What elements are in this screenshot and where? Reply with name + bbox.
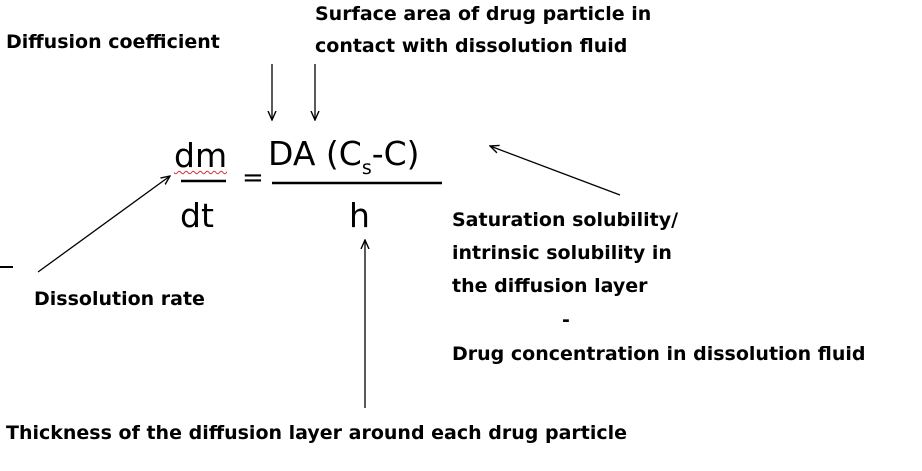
equation-rhs-suffix: -C) (371, 134, 420, 173)
label-saturation-line1: Saturation solubility/ (452, 209, 679, 231)
label-thickness: Thickness of the diffusion layer around … (6, 422, 628, 444)
label-minus-sign: - (562, 309, 570, 331)
equation-rhs-subscript: s (361, 157, 372, 179)
label-saturation-line3: the diffusion layer (452, 275, 648, 297)
equation-rhs-numerator: DA (Cs-C) (268, 134, 420, 179)
label-saturation-line2: intrinsic solubility in (452, 242, 672, 264)
equation-lhs-numerator: dm (174, 136, 227, 176)
equation-lhs-denominator: dt (180, 196, 214, 235)
equation-rhs-prefix: DA (C (268, 134, 362, 173)
saturation-arrow (490, 146, 621, 196)
dissolution-rate-arrow (37, 176, 170, 273)
label-dissolution-rate: Dissolution rate (34, 288, 205, 310)
equation-equals: = (242, 163, 264, 193)
label-diffusion-coefficient: Diffusion coefficient (6, 31, 220, 53)
label-surface-area-line2: contact with dissolution fluid (315, 35, 628, 57)
equation-rhs-denominator: h (349, 196, 370, 235)
equation-dm: dm (174, 136, 228, 175)
label-drug-concentration: Drug concentration in dissolution fluid (452, 343, 866, 365)
label-surface-area-line1: Surface area of drug particle in (315, 3, 652, 25)
